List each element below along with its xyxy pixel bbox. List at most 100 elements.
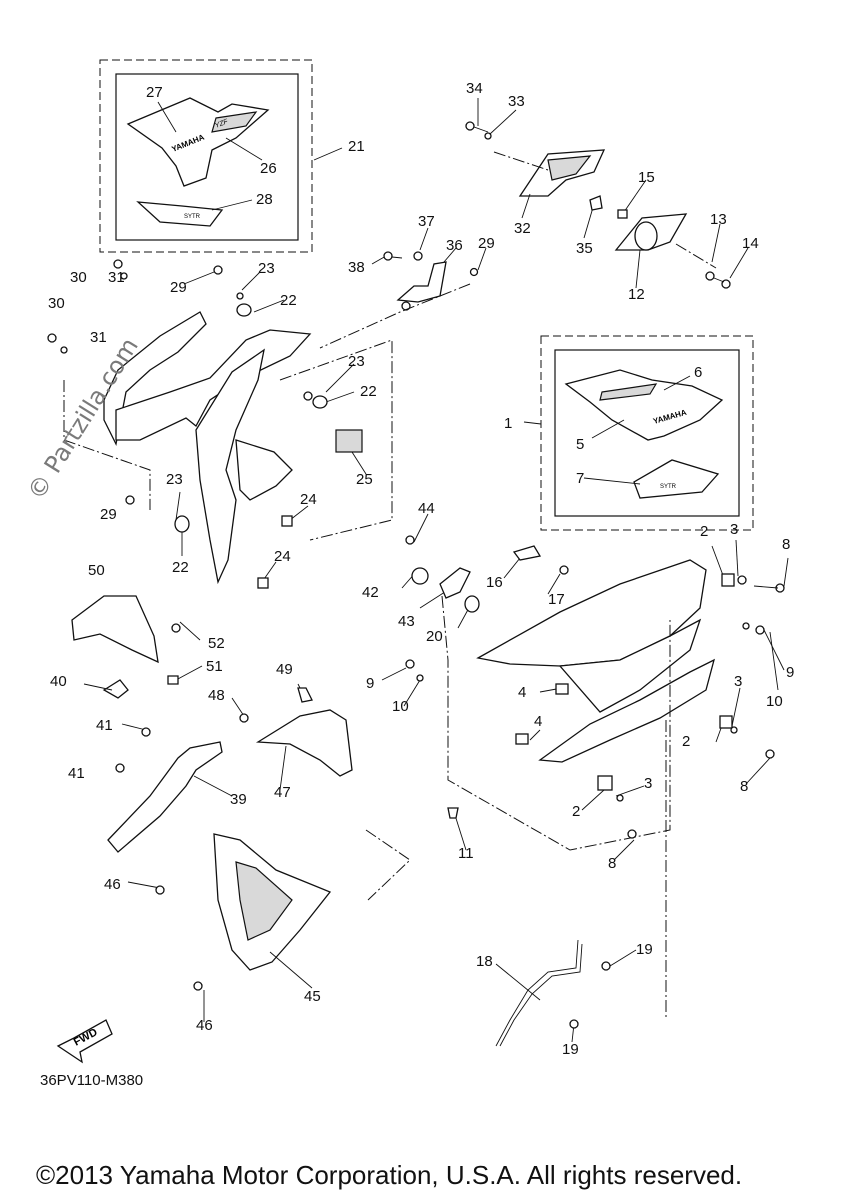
fasteners <box>47 121 785 1029</box>
callout-30: 30 <box>70 269 87 286</box>
callout-49: 49 <box>276 661 293 678</box>
callout-19: 19 <box>562 1041 579 1058</box>
callout-52: 52 <box>208 635 225 652</box>
assembly-line-lower <box>365 829 411 901</box>
fwd-arrow: FWD <box>56 1019 113 1064</box>
callout-32: 32 <box>514 220 531 237</box>
callout-3: 3 <box>730 521 738 538</box>
callout-4: 4 <box>534 713 542 730</box>
callout-1: 1 <box>504 415 512 432</box>
decal-frame-21 <box>115 73 299 241</box>
side-panel-right <box>476 559 715 763</box>
callout-2: 2 <box>572 803 580 820</box>
callout-25: 25 <box>356 471 373 488</box>
callout-23: 23 <box>348 353 365 370</box>
callout-42: 42 <box>362 584 379 601</box>
decal-trim-text: SYTR <box>184 214 201 220</box>
callout-24: 24 <box>274 548 291 565</box>
callout-3: 3 <box>644 775 652 792</box>
callout-31: 31 <box>90 329 107 346</box>
assembly-box-1 <box>540 335 754 531</box>
callout-13: 13 <box>710 211 727 228</box>
callout-28: 28 <box>256 191 273 208</box>
callout-21: 21 <box>348 138 365 155</box>
bracket-18 <box>495 939 583 1047</box>
callout-48: 48 <box>208 687 225 704</box>
callout-44: 44 <box>418 500 435 517</box>
callout-8: 8 <box>608 855 616 872</box>
callout-29: 29 <box>100 506 117 523</box>
callout-22: 22 <box>280 292 297 309</box>
fairing-upper-left <box>103 311 312 585</box>
callout-46: 46 <box>104 876 121 893</box>
decal-model-text: YZF <box>214 118 230 130</box>
inner-panel-47 <box>255 709 353 777</box>
callout-34: 34 <box>466 80 483 97</box>
inner-bracket-50 <box>71 595 159 664</box>
assembly-line-right <box>441 595 671 851</box>
assembly-box-21 <box>99 59 313 253</box>
callout-43: 43 <box>398 613 415 630</box>
callout-23: 23 <box>166 471 183 488</box>
callout-51: 51 <box>206 658 223 675</box>
decal-lower-right: SYTR <box>633 459 720 499</box>
callout-2: 2 <box>682 733 690 750</box>
callout-29: 29 <box>170 279 187 296</box>
stay-39 <box>102 679 223 853</box>
callout-31: 31 <box>108 269 125 286</box>
mirror-bracket-12 <box>614 213 688 251</box>
assembly-line-stay <box>319 283 471 349</box>
callout-15: 15 <box>638 169 655 186</box>
callout-36: 36 <box>446 237 463 254</box>
decal-upper-right: YAMAHA <box>564 369 724 441</box>
callout-33: 33 <box>508 93 525 110</box>
decal-frame-1 <box>554 349 740 517</box>
callout-4: 4 <box>518 684 526 701</box>
callout-9: 9 <box>366 675 374 692</box>
callout-47: 47 <box>274 784 291 801</box>
under-cowl-45 <box>213 833 332 971</box>
callout-5: 5 <box>576 436 584 453</box>
callout-7: 7 <box>576 470 584 487</box>
callout-39: 39 <box>230 791 247 808</box>
assembly-line-upper <box>63 380 151 510</box>
callout-17: 17 <box>548 591 565 608</box>
leader-lines <box>83 98 789 1043</box>
callout-27: 27 <box>146 84 163 101</box>
callout-8: 8 <box>782 536 790 553</box>
callout-22: 22 <box>360 383 377 400</box>
callout-29: 29 <box>478 235 495 252</box>
callout-19: 19 <box>636 941 653 958</box>
callout-38: 38 <box>348 259 365 276</box>
callout-22: 22 <box>172 559 189 576</box>
diagram-code: 36PV110-M380 <box>40 1072 144 1089</box>
callout-37: 37 <box>418 213 435 230</box>
copyright-text: ©2013 Yamaha Motor Corporation, U.S.A. A… <box>36 1160 743 1190</box>
decal-trim-text-right: SYTR <box>660 484 677 490</box>
callout-46: 46 <box>196 1017 213 1034</box>
callout-24: 24 <box>300 491 317 508</box>
callout-10: 10 <box>766 693 783 710</box>
callout-2: 2 <box>700 523 708 540</box>
bracket-25 <box>335 429 363 453</box>
mirror-bracket-32 <box>518 149 606 197</box>
callout-45: 45 <box>304 988 321 1005</box>
callout-23: 23 <box>258 260 275 277</box>
decal-lower-left: SYTR <box>136 201 224 227</box>
stay-bracket-36 <box>396 261 447 311</box>
callout-8: 8 <box>740 778 748 795</box>
assembly-line-mirror <box>493 151 549 171</box>
callout-35: 35 <box>576 240 593 257</box>
assembly-line-mirror2 <box>675 243 717 269</box>
decal-upper-left: YAMAHA YZF <box>126 97 270 187</box>
callout-14: 14 <box>742 235 759 252</box>
callout-26: 26 <box>260 160 277 177</box>
callout-6: 6 <box>694 364 702 381</box>
callout-30: 30 <box>48 295 65 312</box>
callout-11: 11 <box>458 845 474 862</box>
assembly-line-mid <box>279 339 393 541</box>
callout-3: 3 <box>734 673 742 690</box>
callout-50: 50 <box>88 562 105 579</box>
